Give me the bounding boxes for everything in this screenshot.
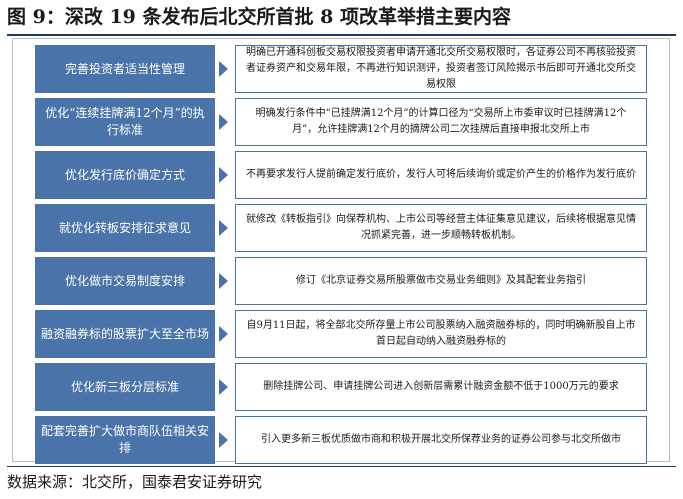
measure-label: 优化做市交易制度安排 [35,257,215,305]
arrow-icon [219,273,228,289]
reform-table: 完善投资者适当性管理 明确已开通科创板交易权限投资者申请开通北交所交易权限时，各… [12,38,670,464]
measure-content: 删除挂牌公司、申请挂牌公司进入创新层需累计融资金额不低于1000万元的要求 [235,363,647,411]
measure-label: 优化“连续挂牌满12个月”的执行标准 [35,98,215,146]
footer-divider [7,466,676,467]
measure-label: 配套完善扩大做市商队伍相关安排 [35,416,215,464]
measure-content: 明确发行条件中“已挂牌满12个月”的计算口径为“交易所上市委审议时已挂牌满12个… [235,98,647,146]
table-row: 就优化转板安排征求意见 就修改《转板指引》向保荐机构、上市公司等经营主体征集意见… [13,204,669,252]
arrow-icon [219,326,228,342]
measure-label: 融资融券标的股票扩大至全市场 [35,310,215,358]
measure-content: 修订《北京证券交易所股票做市交易业务细则》及其配套业务指引 [235,257,647,305]
title-divider [7,34,676,36]
measure-content: 自9月11日起，将全部北交所存量上市公司股票纳入融资融券标的，同时明确新股自上市… [235,310,647,358]
measure-label: 优化新三板分层标准 [35,363,215,411]
measure-label: 就优化转板安排征求意见 [35,204,215,252]
measure-label: 完善投资者适当性管理 [35,45,215,93]
source-note: 数据来源：北交所，国泰君安证券研究 [7,473,263,491]
table-row: 优化做市交易制度安排 修订《北京证券交易所股票做市交易业务细则》及其配套业务指引 [13,257,669,305]
table-row: 优化发行底价确定方式 不再要求发行人提前确定发行底价，发行人可将后续询价或定价产… [13,151,669,199]
measure-label: 优化发行底价确定方式 [35,151,215,199]
arrow-icon [219,432,228,448]
measure-content: 引入更多新三板优质做市商和积极开展北交所保荐业务的证券公司参与北交所做市 [235,416,647,464]
table-row: 完善投资者适当性管理 明确已开通科创板交易权限投资者申请开通北交所交易权限时，各… [13,45,669,93]
arrow-icon [219,167,228,183]
arrow-icon [219,220,228,236]
arrow-icon [219,114,228,130]
figure-title: 图 9：深改 19 条发布后北交所首批 8 项改革举措主要内容 [7,6,511,28]
table-row: 优化“连续挂牌满12个月”的执行标准 明确发行条件中“已挂牌满12个月”的计算口… [13,98,669,146]
measure-content: 明确已开通科创板交易权限投资者申请开通北交所交易权限时，各证券公司不再核验投资者… [235,45,647,93]
arrow-icon [219,379,228,395]
measure-content: 就修改《转板指引》向保荐机构、上市公司等经营主体征集意见建议，后续将根据意见情况… [235,204,647,252]
measure-content: 不再要求发行人提前确定发行底价，发行人可将后续询价或定价产生的价格作为发行底价 [235,151,647,199]
arrow-icon [219,61,228,77]
table-row: 优化新三板分层标准 删除挂牌公司、申请挂牌公司进入创新层需累计融资金额不低于10… [13,363,669,411]
table-row: 融资融券标的股票扩大至全市场 自9月11日起，将全部北交所存量上市公司股票纳入融… [13,310,669,358]
table-row: 配套完善扩大做市商队伍相关安排 引入更多新三板优质做市商和积极开展北交所保荐业务… [13,416,669,464]
